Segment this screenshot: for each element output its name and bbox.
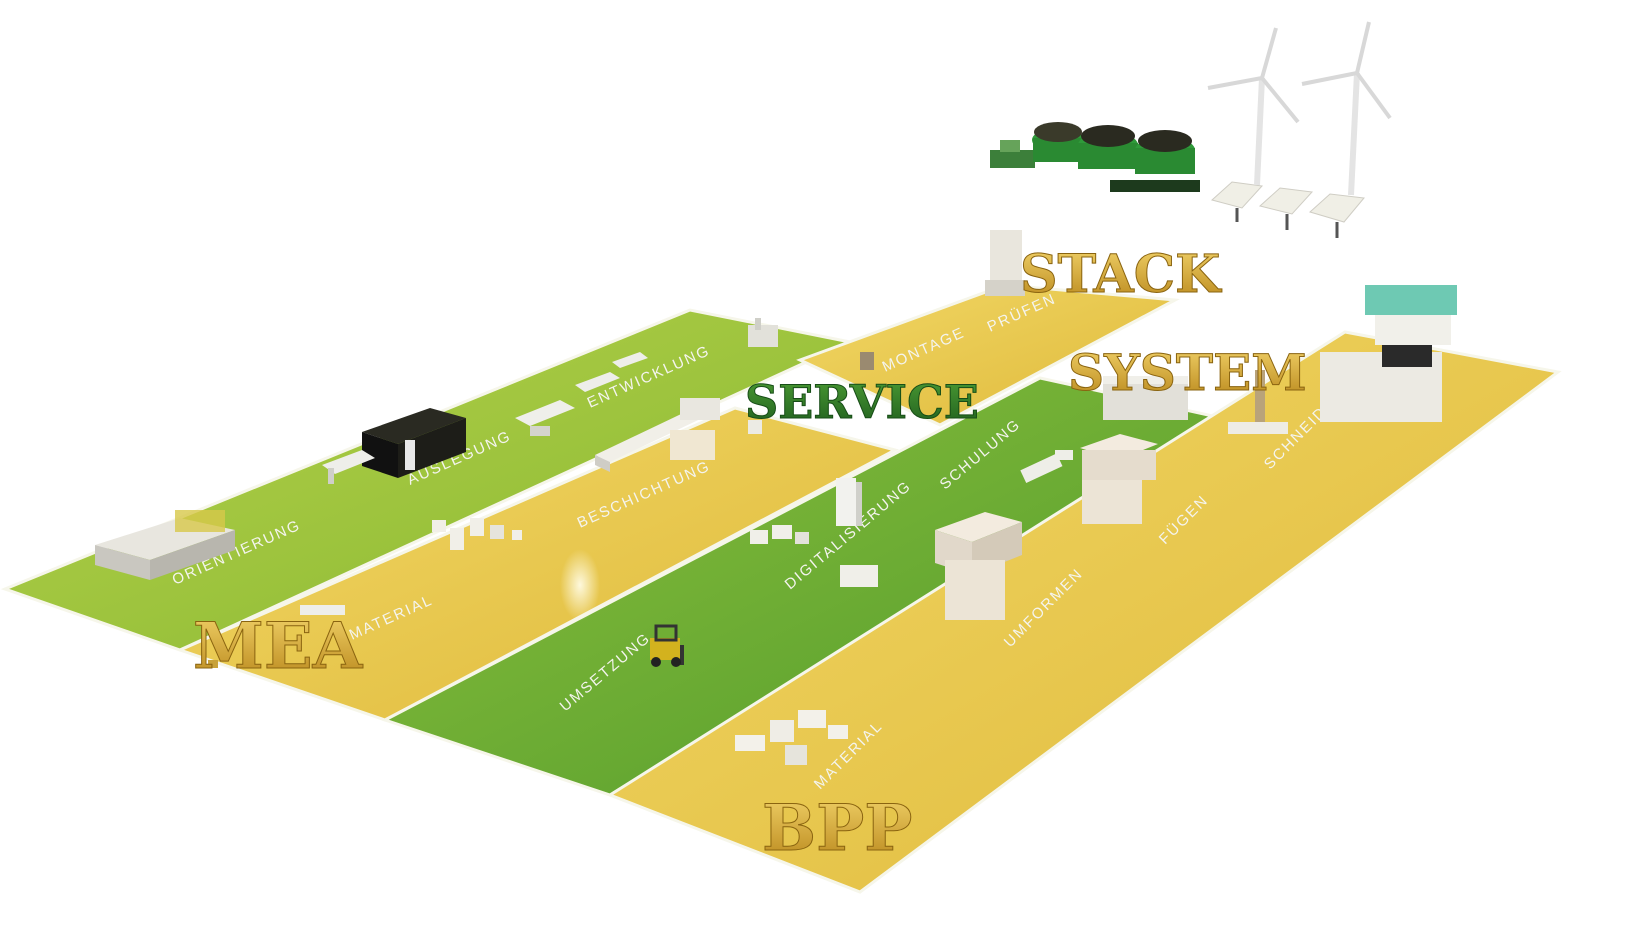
- beschichtung-line: [595, 398, 762, 472]
- fuegen-press-icon: [1080, 434, 1158, 524]
- small-forklift-icon: [208, 660, 218, 668]
- schneiden-tool: [1228, 370, 1288, 434]
- auslegung-bench: [322, 450, 375, 484]
- montage-cabin: [1103, 376, 1188, 420]
- pruefen-machine: [985, 230, 1025, 296]
- solar-panel-icon: [1210, 181, 1365, 238]
- service-robot: [748, 318, 778, 347]
- digitalisierung-desks: [750, 525, 878, 587]
- label-stack: STACK: [1020, 244, 1222, 305]
- umformen-press-icon: [935, 512, 1022, 620]
- floor-highlight: [560, 549, 600, 621]
- montage-robot: [860, 352, 874, 370]
- label-bpp: BPP: [762, 791, 912, 866]
- stack-yellow-lane: [796, 283, 1181, 427]
- forklift-icon: [650, 624, 684, 667]
- material-mea-blocks: [300, 518, 522, 615]
- schulung-equipment: [1020, 450, 1073, 484]
- label-service: SERVICE: [745, 375, 979, 429]
- mea-yellow-lane: [175, 406, 900, 722]
- biogas-plant-icon: [990, 122, 1200, 192]
- label-system: SYSTEM: [1068, 343, 1307, 402]
- system-machine: [1320, 285, 1457, 422]
- material-bpp-blocks: [735, 710, 848, 765]
- orientierung-machine: [95, 510, 235, 580]
- digitalisierung-rack: [836, 478, 862, 526]
- label-mea: MEA: [193, 609, 364, 684]
- wind-turbine-icon: [1207, 21, 1392, 196]
- entwicklung-equipment: [515, 352, 648, 436]
- auslegung-cabin: [362, 408, 466, 478]
